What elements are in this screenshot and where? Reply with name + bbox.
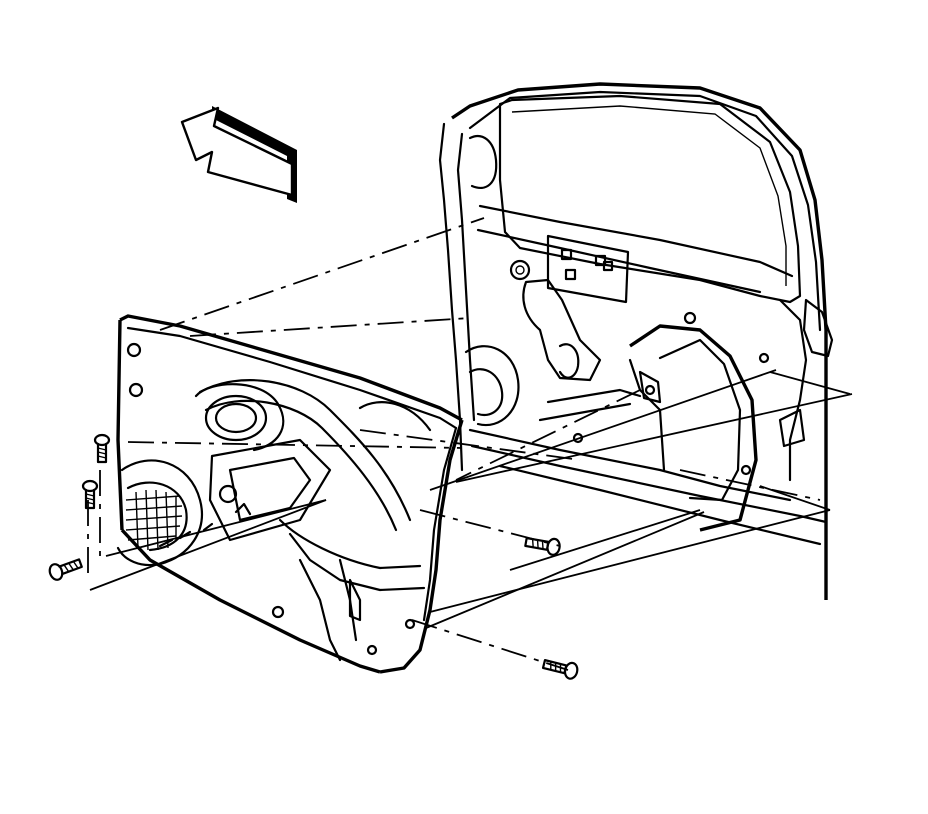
screw-lower <box>541 659 579 680</box>
front-arrow-icon <box>180 106 297 203</box>
speaker-grille <box>125 489 183 551</box>
screw-left-horizontal <box>48 558 83 581</box>
screw-left-vertical-2 <box>81 479 99 510</box>
door-trim-panel <box>116 314 464 674</box>
screw-left-vertical-1 <box>93 433 111 464</box>
callout-lines <box>89 369 853 629</box>
alignment-lines <box>87 217 821 671</box>
screw-center <box>524 536 561 556</box>
door-inner-frame <box>438 82 834 600</box>
